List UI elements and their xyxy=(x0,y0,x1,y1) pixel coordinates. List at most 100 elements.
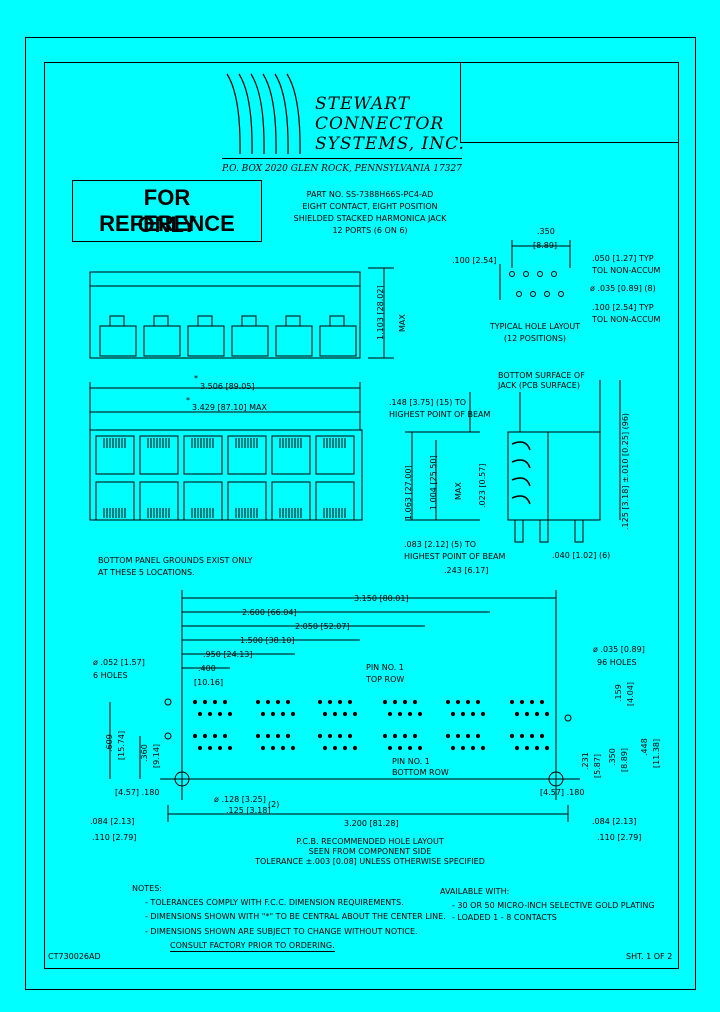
front-housing-outline xyxy=(89,271,361,359)
pcb-hole xyxy=(192,699,198,705)
pcb-hole xyxy=(524,711,530,717)
pcb-hole xyxy=(475,733,481,739)
pcb-hole xyxy=(417,711,423,717)
hole-tol-2: TOL NON-ACCUM xyxy=(592,315,661,324)
pcb-tail xyxy=(574,519,584,543)
pcb-hole-052: ø .052 [1.57] xyxy=(93,658,145,667)
pcb-hole xyxy=(322,711,328,717)
hole-dim-100: .100 [2.54] xyxy=(452,256,497,265)
pcb-hole xyxy=(534,745,540,751)
side-housing xyxy=(507,431,601,521)
typical-hole xyxy=(509,271,515,277)
pcb-hole xyxy=(212,733,218,739)
typical-hole xyxy=(537,271,543,277)
port-cavity xyxy=(95,481,135,521)
pcb-hole xyxy=(412,733,418,739)
contact-beam xyxy=(511,441,531,451)
company-name-line1: STEWART xyxy=(315,94,411,114)
pcb-dim-110-right: .110 [2.79] xyxy=(597,833,642,842)
pcb-hole xyxy=(544,711,550,717)
port-cavity xyxy=(315,435,355,475)
pcb-hole xyxy=(450,711,456,717)
sheet-number: SHT. 1 OF 2 xyxy=(626,952,673,961)
pcb-hole xyxy=(412,699,418,705)
pcb-hole-035: ø .035 [0.89] xyxy=(593,645,645,654)
pcb-dim-457-left: [4.57] .180 xyxy=(115,788,160,797)
pcb-hole xyxy=(227,745,233,751)
pcb-hole xyxy=(197,711,203,717)
pcb-hole xyxy=(317,733,323,739)
note-2: - DIMENSIONS SHOWN WITH "*" TO BE CENTRA… xyxy=(145,912,446,921)
pcb-hole xyxy=(534,711,540,717)
pcb-hole xyxy=(285,733,291,739)
pcb-dim-457-right: [4.57] .180 xyxy=(540,788,585,797)
port-cavity xyxy=(183,481,223,521)
pcb-hole xyxy=(387,711,393,717)
pcb-hole xyxy=(514,745,520,751)
pcb-dim-400-mm: [10.16] xyxy=(194,678,224,687)
pcb-hole xyxy=(402,733,408,739)
pcb-hole xyxy=(280,745,286,751)
pcb-caption-2: SEEN FROM COMPONENT SIDE xyxy=(308,847,432,856)
pcb-caption-1: P.C.B. RECOMMENDED HOLE LAYOUT xyxy=(296,837,444,846)
pcb-hole xyxy=(222,699,228,705)
pcb-hole xyxy=(539,699,545,705)
pcb-caption-3: TOLERANCE ±.003 [0.08] UNLESS OTHERWISE … xyxy=(255,857,485,866)
pcb-dim-125: .125 [3.18] xyxy=(226,806,271,815)
pcb-pin1-top-1: PIN NO. 1 xyxy=(366,663,404,672)
pcb-hole xyxy=(202,733,208,739)
side-dim-243: .243 [6.17] xyxy=(444,566,489,575)
pcb-hole xyxy=(529,733,535,739)
pcb-hole xyxy=(332,711,338,717)
pcb-hole xyxy=(539,733,545,739)
port-opening xyxy=(187,325,225,357)
available-1: - 30 OR 50 MICRO-INCH SELECTIVE GOLD PLA… xyxy=(452,901,655,910)
front-width-1: 3.506 [89.05] xyxy=(200,382,255,391)
hole-dim-050: .050 [1.27] TYP xyxy=(592,254,654,263)
pcb-hole xyxy=(265,699,271,705)
company-address: P.O. BOX 2020 GLEN ROCK, PENNSYLVANIA 17… xyxy=(222,164,462,174)
reference-stamp-line1: FOR REFERENCE xyxy=(99,185,235,236)
available-2: - LOADED 1 - 8 CONTACTS xyxy=(452,913,557,922)
pcb-dim-125-qty: (2) xyxy=(268,800,280,809)
pcb-dim-110-left: .110 [2.79] xyxy=(92,833,137,842)
pcb-hole xyxy=(342,711,348,717)
pcb-hole xyxy=(192,733,198,739)
port-cavity xyxy=(139,481,179,521)
pcb-hole xyxy=(270,711,276,717)
pcb-hole xyxy=(407,745,413,751)
pcb-hole xyxy=(352,745,358,751)
port-cavity xyxy=(227,481,267,521)
typical-hole xyxy=(530,291,536,297)
available-title: AVAILABLE WITH: xyxy=(440,887,510,896)
pcb-hole xyxy=(519,733,525,739)
note-4: CONSULT FACTORY PRIOR TO ORDERING. xyxy=(170,941,335,952)
pcb-hole xyxy=(407,711,413,717)
pcb-hole xyxy=(260,745,266,751)
ground-note-1: BOTTOM PANEL GROUNDS EXIST ONLY xyxy=(98,556,253,565)
side-dim-083: .083 [2.12] (5) TO xyxy=(404,540,477,549)
hole-dim-100-typ: .100 [2.54] TYP xyxy=(592,303,654,312)
reference-stamp: FOR REFERENCE ONLY xyxy=(72,180,262,242)
port-opening xyxy=(143,325,181,357)
pcb-pin1-bot-2: BOTTOM ROW xyxy=(392,768,449,777)
pcb-hole xyxy=(217,745,223,751)
pcb-hole xyxy=(514,711,520,717)
pcb-dim-084-right: .084 [2.13] xyxy=(592,817,637,826)
pcb-hole xyxy=(265,733,271,739)
typical-hole xyxy=(544,291,550,297)
pcb-hole xyxy=(285,699,291,705)
pcb-hole xyxy=(529,699,535,705)
side-highest-2: HIGHEST POINT OF BEAM xyxy=(404,552,506,561)
pcb-hole xyxy=(519,699,525,705)
note-3: - DIMENSIONS SHOWN ARE SUBJECT TO CHANGE… xyxy=(145,927,418,936)
pcb-hole xyxy=(460,745,466,751)
company-name-line2: CONNECTOR xyxy=(315,114,445,134)
title-block-box xyxy=(460,62,678,143)
pcb-hole xyxy=(290,745,296,751)
pcb-hole xyxy=(322,745,328,751)
pcb-hole xyxy=(470,745,476,751)
pcb-hole xyxy=(327,733,333,739)
mount-hole xyxy=(164,732,172,740)
hole-layout-title-1: TYPICAL HOLE LAYOUT xyxy=(489,322,581,331)
